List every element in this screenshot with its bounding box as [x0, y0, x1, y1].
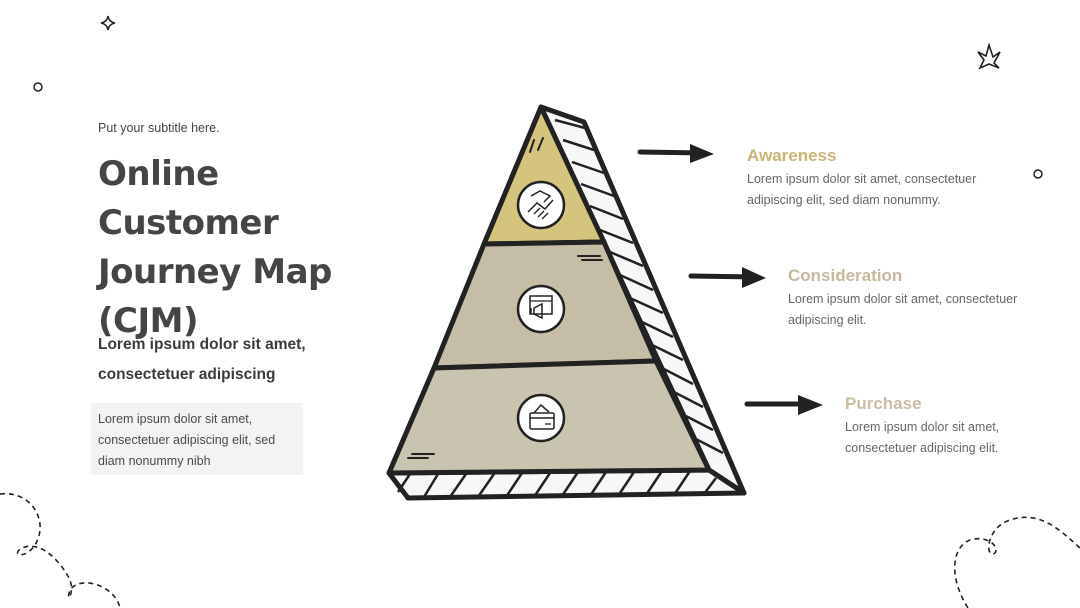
- dashed-swirl-decoration: [953, 516, 1080, 608]
- stage-title: Purchase: [845, 394, 922, 413]
- small-circle-decoration: [1033, 169, 1043, 179]
- sparkle-icon: [100, 15, 116, 31]
- pyramid-base-hatching: [396, 470, 717, 498]
- small-circle-decoration: [33, 82, 43, 92]
- arrow-right-icon: [637, 144, 714, 163]
- arrow-right-icon: [688, 267, 766, 288]
- stage-description: Lorem ipsum dolor sit amet, consectetuer…: [747, 172, 977, 207]
- lead-text: Lorem ipsum dolor sit amet, consectetuer…: [98, 336, 306, 383]
- star-icon: [977, 42, 1001, 70]
- sketch-highlights: [407, 137, 603, 459]
- page-subtitle: Put your subtitle here.: [98, 121, 220, 135]
- credit-card-icon: [516, 393, 566, 443]
- note-text: Lorem ipsum dolor sit amet, consectetuer…: [98, 412, 276, 468]
- page-title: Online Customer Journey Map (CJM): [98, 154, 332, 341]
- stage-awareness: Awareness Lorem ipsum dolor sit amet, co…: [747, 146, 997, 211]
- stage-description: Lorem ipsum dolor sit amet, consectetuer…: [845, 420, 1000, 455]
- note-box: Lorem ipsum dolor sit amet, consectetuer…: [91, 403, 303, 475]
- handshake-icon: [516, 180, 566, 230]
- megaphone-browser-icon: [516, 284, 566, 334]
- stage-title: Awareness: [747, 146, 837, 165]
- stage-description: Lorem ipsum dolor sit amet, consectetuer…: [788, 292, 1018, 327]
- arrow-right-icon: [744, 395, 823, 415]
- stage-consideration: Consideration Lorem ipsum dolor sit amet…: [788, 266, 1038, 331]
- stage-purchase: Purchase Lorem ipsum dolor sit amet, con…: [845, 394, 1035, 459]
- dashed-swirl-decoration: [0, 492, 121, 608]
- stage-title: Consideration: [788, 266, 903, 285]
